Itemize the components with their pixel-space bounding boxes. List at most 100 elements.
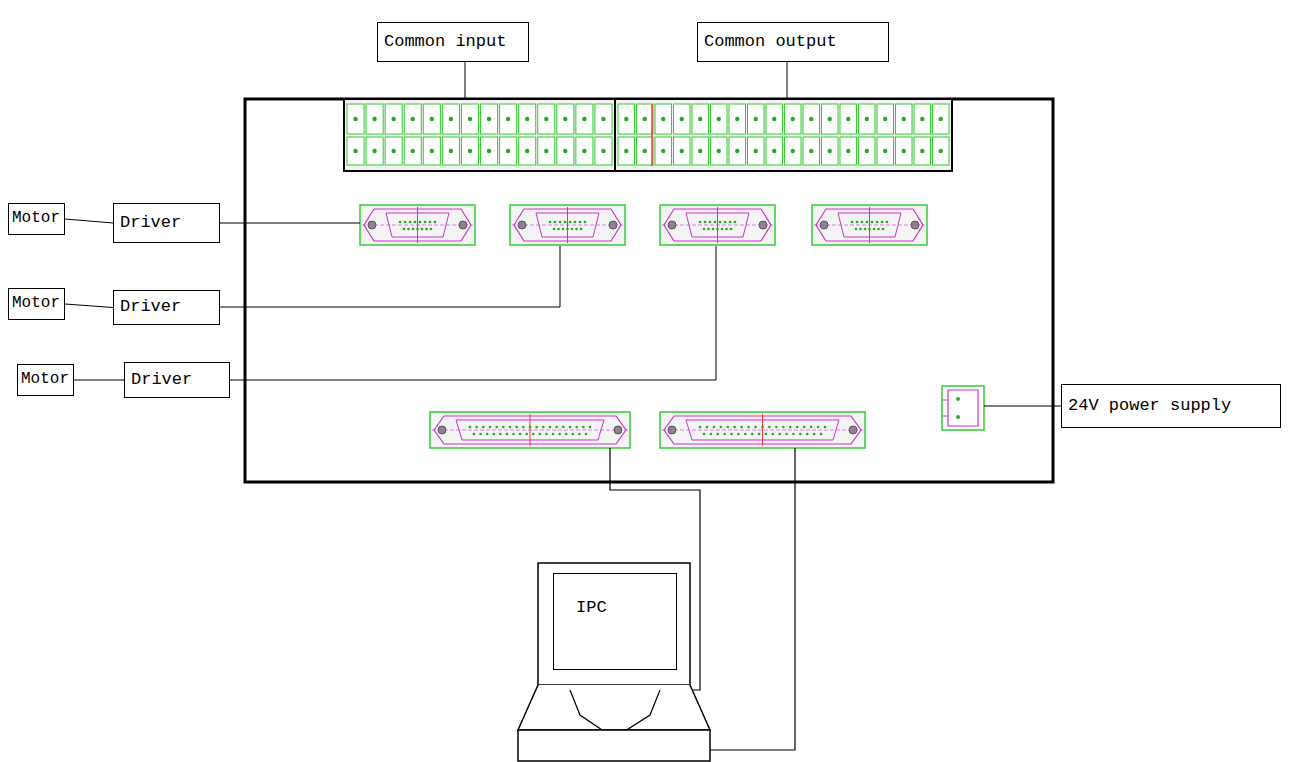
terminal-cell (785, 104, 802, 134)
connector-pin (871, 221, 874, 224)
terminal-dot (828, 117, 832, 121)
connector-pin (492, 433, 495, 436)
terminal-cell (822, 137, 839, 165)
terminal-cell (404, 104, 421, 134)
connector-pin (404, 221, 407, 224)
connector-pin (716, 228, 719, 231)
connector-pin (725, 228, 728, 231)
motor-box: Motor (8, 288, 65, 320)
leader-line (787, 62, 788, 99)
terminal-dot (846, 117, 850, 121)
terminal-dot (680, 117, 684, 121)
connector-pin (714, 221, 717, 224)
power-pin (956, 397, 960, 401)
terminal-dot (939, 117, 943, 121)
connector-pin (522, 426, 525, 429)
connector-frame (360, 205, 475, 245)
connector-pin (553, 228, 556, 231)
connector-pin (519, 433, 522, 436)
terminal-dot (506, 149, 510, 153)
connector-pin (430, 228, 433, 231)
terminal-dot (353, 149, 357, 153)
connector-pin (569, 221, 572, 224)
connector-pin (778, 433, 781, 436)
connector-pin (579, 221, 582, 224)
connector-pin (851, 221, 854, 224)
terminal-dot (582, 149, 586, 153)
terminal-dot (525, 149, 529, 153)
terminal-dot (791, 117, 795, 121)
connector-pin (515, 426, 518, 429)
terminal-dot (680, 149, 684, 153)
terminal-cell (423, 104, 440, 134)
terminal-cell (711, 104, 728, 134)
connector-pin (744, 433, 747, 436)
connector-pin (726, 426, 729, 429)
terminal-cell (519, 137, 536, 165)
terminal-dot (735, 149, 739, 153)
connector-pin (557, 228, 560, 231)
terminal-dot (506, 117, 510, 121)
connector-pin (703, 433, 706, 436)
connector-pin (881, 221, 884, 224)
connector-pin (502, 426, 505, 429)
terminal-cell (500, 104, 517, 134)
connector-center (762, 414, 763, 446)
driver-wire (230, 246, 716, 380)
connector-pin (789, 426, 792, 429)
connector-pin (421, 228, 424, 231)
connector-pin (425, 228, 428, 231)
connector-pin (876, 221, 879, 224)
connector-pin (499, 433, 502, 436)
terminal-cell (576, 137, 593, 165)
connector-pin (758, 433, 761, 436)
terminal-cell (766, 104, 783, 134)
terminal-dot (430, 117, 434, 121)
connector-pin (785, 433, 788, 436)
connector-pin (495, 426, 498, 429)
terminal-dot (563, 117, 567, 121)
terminal-cell (748, 137, 765, 165)
connector-pin (792, 433, 795, 436)
terminal-dot (525, 117, 529, 121)
terminal-cells (347, 104, 949, 165)
node-text: Driver (120, 213, 181, 233)
terminal-cell (481, 137, 498, 165)
power-connector-outline (943, 390, 978, 426)
connector-pin (429, 221, 432, 224)
power-box: 24V power supply (1061, 384, 1281, 428)
terminal-dot (661, 149, 665, 153)
terminal-dot (449, 149, 453, 153)
connector-pin (699, 221, 702, 224)
connector-pin (733, 426, 736, 429)
terminal-cell (618, 137, 635, 165)
connector-pin (721, 228, 724, 231)
connector-pin (419, 221, 422, 224)
connector-pin (709, 221, 712, 224)
connector-pin (552, 433, 555, 436)
connector-pin (580, 228, 583, 231)
connector-pin (754, 426, 757, 429)
terminal-cell (692, 137, 709, 165)
connector-pin (720, 426, 723, 429)
terminal-cell (655, 137, 672, 165)
terminal-cell (859, 104, 876, 134)
output-terminal-block (615, 99, 952, 171)
connector-pin (716, 433, 719, 436)
terminal-dot (487, 149, 491, 153)
connector-center (567, 207, 568, 243)
connector-pin (539, 433, 542, 436)
terminal-cell (803, 137, 820, 165)
connector-pin (574, 221, 577, 224)
terminal-cell (576, 104, 593, 134)
terminal-dot (582, 117, 586, 121)
connector-pin (803, 426, 806, 429)
terminal-dot (601, 117, 605, 121)
terminal-cell (637, 104, 654, 134)
connector-pin (856, 221, 859, 224)
terminal-cell (692, 104, 709, 134)
terminal-cell (423, 137, 440, 165)
connector-pin (796, 426, 799, 429)
terminal-dot (920, 117, 924, 121)
connector-pin (817, 426, 820, 429)
